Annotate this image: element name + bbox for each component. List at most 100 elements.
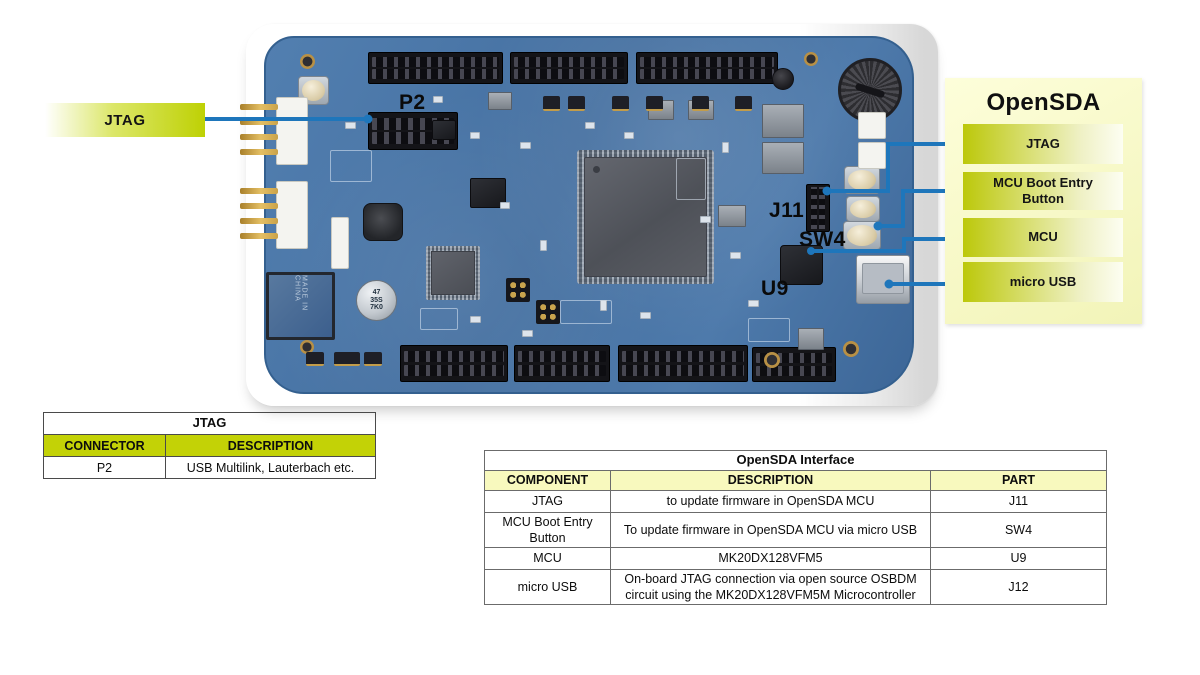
gold-pin (240, 134, 278, 140)
usb-shell (862, 263, 904, 294)
push-button (844, 166, 880, 194)
jtag-col-description: DESCRIPTION (165, 434, 376, 457)
opensda-panel: OpenSDA JTAG MCU Boot Entry Button MCU m… (945, 78, 1142, 324)
p2-label: P2 (399, 91, 426, 114)
passive-component (345, 122, 356, 129)
pin-row (622, 350, 744, 363)
pin-row (514, 57, 624, 67)
passive-component (433, 96, 443, 103)
pin-header (400, 345, 508, 382)
jtag-table: JTAG CONNECTOR DESCRIPTION P2 USB Multil… (43, 412, 376, 479)
passive-component (470, 316, 481, 323)
cell-part: U9 (929, 546, 1108, 570)
pin-row (640, 69, 774, 79)
passive-component (640, 312, 651, 319)
table-row: JTAG to update firmware in OpenSDA MCU J… (484, 489, 1108, 513)
passive-component (730, 252, 741, 259)
mounting-hole (843, 341, 859, 357)
jumper (692, 96, 709, 111)
main-mcu-chip (577, 150, 714, 284)
micro-usb-connector (856, 255, 910, 304)
power-inductor (363, 203, 403, 241)
button-cap (850, 200, 876, 218)
soic-chip (798, 328, 824, 350)
capacitor-marking: 47 35S 7K0 (370, 288, 383, 312)
pin-row (756, 365, 832, 377)
jumper (364, 352, 382, 366)
jtag-table-title: JTAG (43, 412, 376, 435)
soic-chip (718, 205, 746, 227)
pin-row (372, 57, 499, 67)
sw4-label: SW4 (799, 228, 846, 251)
opensda-panel-item-mcu: MCU (963, 218, 1123, 257)
pin-row (622, 364, 744, 377)
soic-chip (762, 104, 804, 138)
cell-part: J12 (929, 568, 1108, 605)
pin-header (618, 345, 748, 382)
ethernet-jack: MADE IN CHINA (266, 272, 335, 340)
table-row: OpenSDA Interface (483, 450, 1108, 471)
jumper (334, 352, 360, 366)
opensda-panel-title: OpenSDA (986, 89, 1101, 116)
jtag-cell-description: USB Multilink, Lauterbach etc. (165, 456, 376, 479)
mounting-hole (300, 54, 315, 69)
table-row: JTAG (43, 412, 376, 435)
passive-component (540, 240, 547, 251)
opensda-col-component: COMPONENT (484, 469, 611, 491)
pin-row (518, 350, 606, 363)
jtag-col-connector: CONNECTOR (43, 434, 166, 457)
pin-column (818, 187, 826, 229)
white-connector (858, 112, 886, 139)
jumper (568, 96, 585, 111)
table-row: COMPONENT DESCRIPTION PART (484, 469, 1108, 491)
passive-component (500, 202, 510, 209)
gold-pin (240, 233, 278, 239)
qfp-body (431, 251, 475, 295)
cell-component: MCU (484, 546, 611, 570)
sw4-button (843, 221, 881, 250)
jumper (543, 96, 560, 111)
opensda-col-description: DESCRIPTION (610, 469, 931, 491)
button-cap (302, 80, 325, 101)
opensda-table-body: OpenSDA Interface COMPONENT DESCRIPTION … (483, 450, 1108, 605)
debug-connector (276, 181, 308, 249)
pin-header (368, 52, 503, 84)
soic-chip (488, 92, 512, 110)
table-row: MCU Boot Entry Button To update firmware… (484, 511, 1108, 548)
mounting-hole (804, 52, 818, 66)
pin-header (636, 52, 778, 84)
cell-description: MK20DX128VFM5 (610, 546, 931, 570)
j11-label: J11 (769, 199, 805, 222)
jtag-table-body: JTAG CONNECTOR DESCRIPTION P2 USB Multil… (43, 412, 376, 479)
jumper-block (536, 300, 560, 324)
passive-component (722, 142, 729, 153)
pin-row (404, 364, 504, 377)
jumper (612, 96, 629, 111)
table-row: micro USB On-board JTAG connection via o… (484, 568, 1108, 605)
pin-header (514, 345, 610, 382)
small-chip (432, 120, 456, 140)
jtag-callout-text: JTAG (104, 111, 146, 129)
silkscreen-outline (676, 158, 706, 200)
pin-row (404, 350, 504, 363)
gold-pin (240, 188, 278, 194)
gold-pin (240, 104, 278, 110)
white-connector (858, 142, 886, 169)
cell-description: To update firmware in OpenSDA MCU via mi… (610, 511, 931, 548)
silkscreen-outline (748, 318, 790, 342)
push-button (846, 196, 880, 222)
pin-column (810, 187, 818, 229)
gold-pin (240, 218, 278, 224)
silkscreen-outline (330, 150, 372, 182)
pin1-dot (593, 166, 600, 173)
opensda-table-title: OpenSDA Interface (483, 450, 1108, 471)
pin-row (756, 352, 832, 364)
cell-component: micro USB (484, 568, 611, 605)
pin-row (518, 364, 606, 377)
jumper-block (506, 278, 530, 302)
opensda-panel-item-micro-usb: micro USB (963, 262, 1123, 302)
passive-component (748, 300, 759, 307)
potentiometer-slot (854, 82, 886, 99)
opensda-col-part: PART (929, 469, 1108, 491)
